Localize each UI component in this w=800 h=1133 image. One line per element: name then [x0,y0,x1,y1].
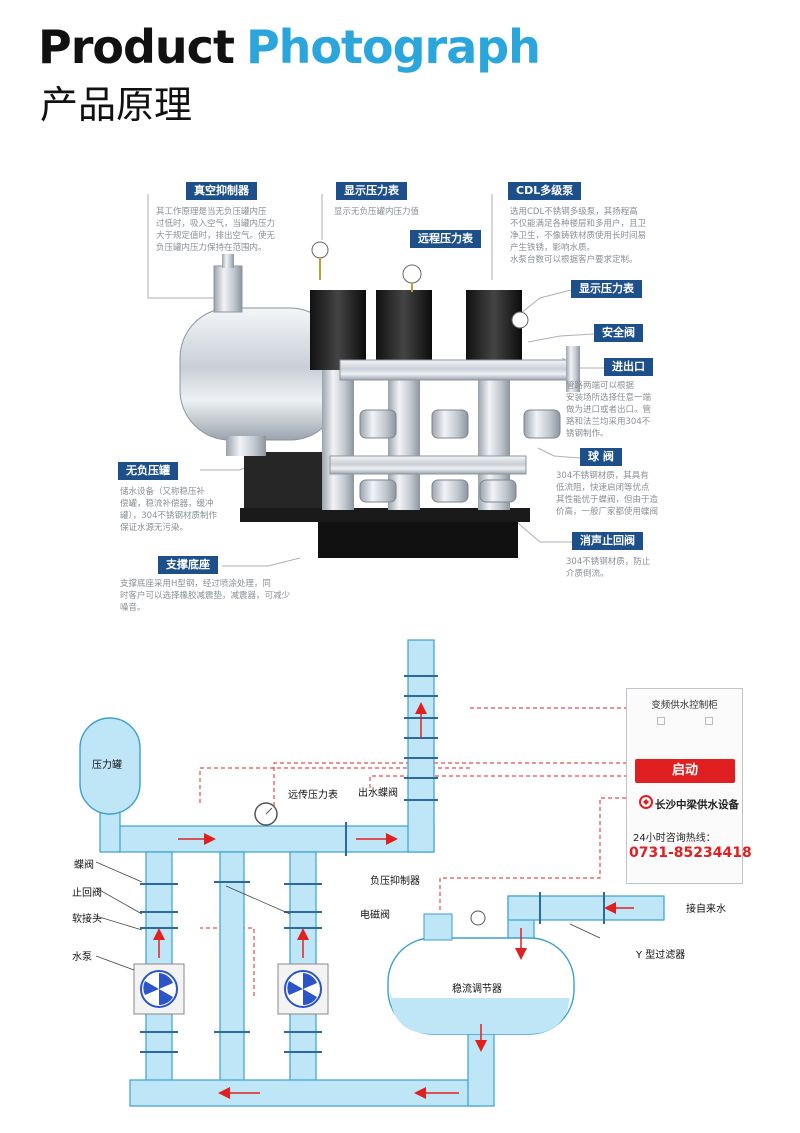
label-check-valve: 止回阀 [72,888,102,899]
desc-line: 介质倒流。 [566,569,609,579]
desc-line: 锈钢制作。 [566,429,609,439]
label-soft-joint: 软接头 [72,914,102,925]
desc-line: 水泵台数可以根据客户要求定制。 [510,255,638,265]
desc-line: 不仅能满足各种楼层和多用户，且卫 [510,219,647,229]
desc-gauge-top: 显示无负压罐内压力值 [334,206,419,218]
desc-line: 净卫生，不像铸铁材质使用长时间易 [510,231,647,241]
cabinet-brand: 长沙中梁供水设备 [655,799,739,811]
product-photo-section: 真空抑制器 显示压力表 CDL多级泵 远程压力表 显示压力表 安全阀 进出口 球… [0,170,800,625]
desc-line: 价高，一般厂家都使用蝶阀 [556,507,659,517]
label-remote-gauge-schem: 远传压力表 [288,790,338,801]
desc-muffler-valve: 304不锈钢材质，防止 介质倒流。 [566,556,650,580]
cabinet-indicator [657,717,665,725]
label-tap-water-inlet: 接自来水 [686,904,726,915]
label-ball-valve: 球 阀 [580,448,622,466]
cabinet-indicator [705,717,713,725]
label-no-negative-tank: 无负压罐 [118,462,178,480]
label-neg-suppressor: 负压抑制器 [370,876,420,887]
label-y-filter: Y 型过滤器 [636,950,686,961]
label-butterfly-valve: 蝶阀 [74,860,94,871]
desc-no-negative-tank: 储水设备（又称稳压补 偿罐，稳流补偿器，缓冲 罐），304不锈钢材质制作 保证水… [120,486,217,534]
desc-line: 做为进口或者出口。管 [566,405,652,415]
water-supply-schematic [79,639,665,1107]
desc-line: 路和法兰均采用304不 [566,417,651,427]
label-safety-valve: 安全阀 [594,324,643,342]
desc-line: 显示无负压罐内压力值 [334,207,420,217]
desc-line: 管路两端可以根据 [566,381,635,391]
desc-line: 304不锈钢材质，其具有 [556,471,649,481]
desc-line: 选用CDL不锈钢多级泵，其扬程高 [510,207,638,217]
hotline-phone: 0731-85234418 [629,845,752,861]
label-muffler-check-valve: 消声止回阀 [572,532,643,550]
label-display-gauge-top: 显示压力表 [336,182,407,200]
desc-line: 负压罐内压力保持在范围内。 [156,243,267,253]
desc-line: 储水设备（又称稳压补 [120,487,206,497]
label-pressure-tank: 压力罐 [92,760,122,771]
desc-support-base: 支撑底座采用H型钢，经过喷涂处理，同 时客户可以选择橡胶减震垫，减震器，可减少 … [120,578,290,614]
label-inlet-outlet: 进出口 [604,358,653,376]
hotline-label: 24小时咨询热线： [633,833,716,844]
desc-line: 时客户可以选择橡胶减震垫，减震器，可减少 [120,591,291,601]
label-support-base: 支撑底座 [158,556,218,574]
desc-line: 低流阻，快速启闭等优点 [556,483,650,493]
desc-line: 大于规定值时，排出空气。使无 [156,231,276,241]
desc-line: 偿罐，稳流补偿器，缓冲 [120,499,214,509]
schematic-section: 压力罐 远传压力表 出水蝶阀 蝶阀 止回阀 软接头 水泵 负压抑制器 电磁阀 稳… [0,628,800,1133]
label-water-pump: 水泵 [72,952,92,963]
desc-line: 支撑底座采用H型钢，经过喷涂处理，同 [120,579,271,589]
desc-line: 噪音。 [120,603,146,613]
cabinet-title: 变频供水控制柜 [651,700,718,711]
label-steady-tank: 稳流调节器 [452,984,502,995]
label-solenoid-valve: 电磁阀 [360,910,390,921]
desc-line: 安装场所选择任意一端 [566,393,652,403]
pressure-tank-shape [79,717,141,815]
desc-line: 产生铁锈，影响水质。 [510,243,596,253]
label-outlet-butterfly: 出水蝶阀 [358,788,398,799]
desc-line: 304不锈钢材质，防止 [566,557,651,567]
page-title-cn: 产品原理 [40,83,193,127]
label-display-gauge-right: 显示压力表 [571,280,642,298]
desc-line: 保证水源无污染。 [120,523,189,533]
desc-line: 其性能优于蝶阀，但由于造 [556,495,659,505]
desc-cdl-pump: 选用CDL不锈钢多级泵，其扬程高 不仅能满足各种楼层和多用户，且卫 净卫生，不像… [510,206,646,266]
desc-line: 过低时，吸入空气，当罐内压力 [156,219,276,229]
title-word-product: Product [38,20,235,74]
desc-inlet-outlet: 管路两端可以根据 安装场所选择任意一端 做为进口或者出口。管 路和法兰均采用30… [566,380,651,440]
start-button[interactable]: 启动 [635,759,735,783]
label-remote-gauge: 远程压力表 [410,230,481,248]
desc-vacuum: 其工作原理是当无负压罐内压 过低时，吸入空气，当罐内压力 大于规定值时，排出空气… [156,206,275,254]
control-cabinet: 变频供水控制柜 启动 长沙中梁供水设备 24小时咨询热线： 0731-85234… [626,688,752,884]
label-vacuum-suppressor: 真空抑制器 [186,182,257,200]
label-cdl-pump: CDL多级泵 [508,182,582,200]
desc-ball-valve: 304不锈钢材质，其具有 低流阻，快速启闭等优点 其性能优于蝶阀，但由于造 价高… [556,470,658,518]
brand-logo-icon [639,795,653,809]
title-word-photograph: Photograph [245,20,541,74]
product-illustration [147,194,604,567]
desc-line: 其工作原理是当无负压罐内压 [156,207,267,217]
desc-line: 罐），304不锈钢材质制作 [120,511,217,521]
